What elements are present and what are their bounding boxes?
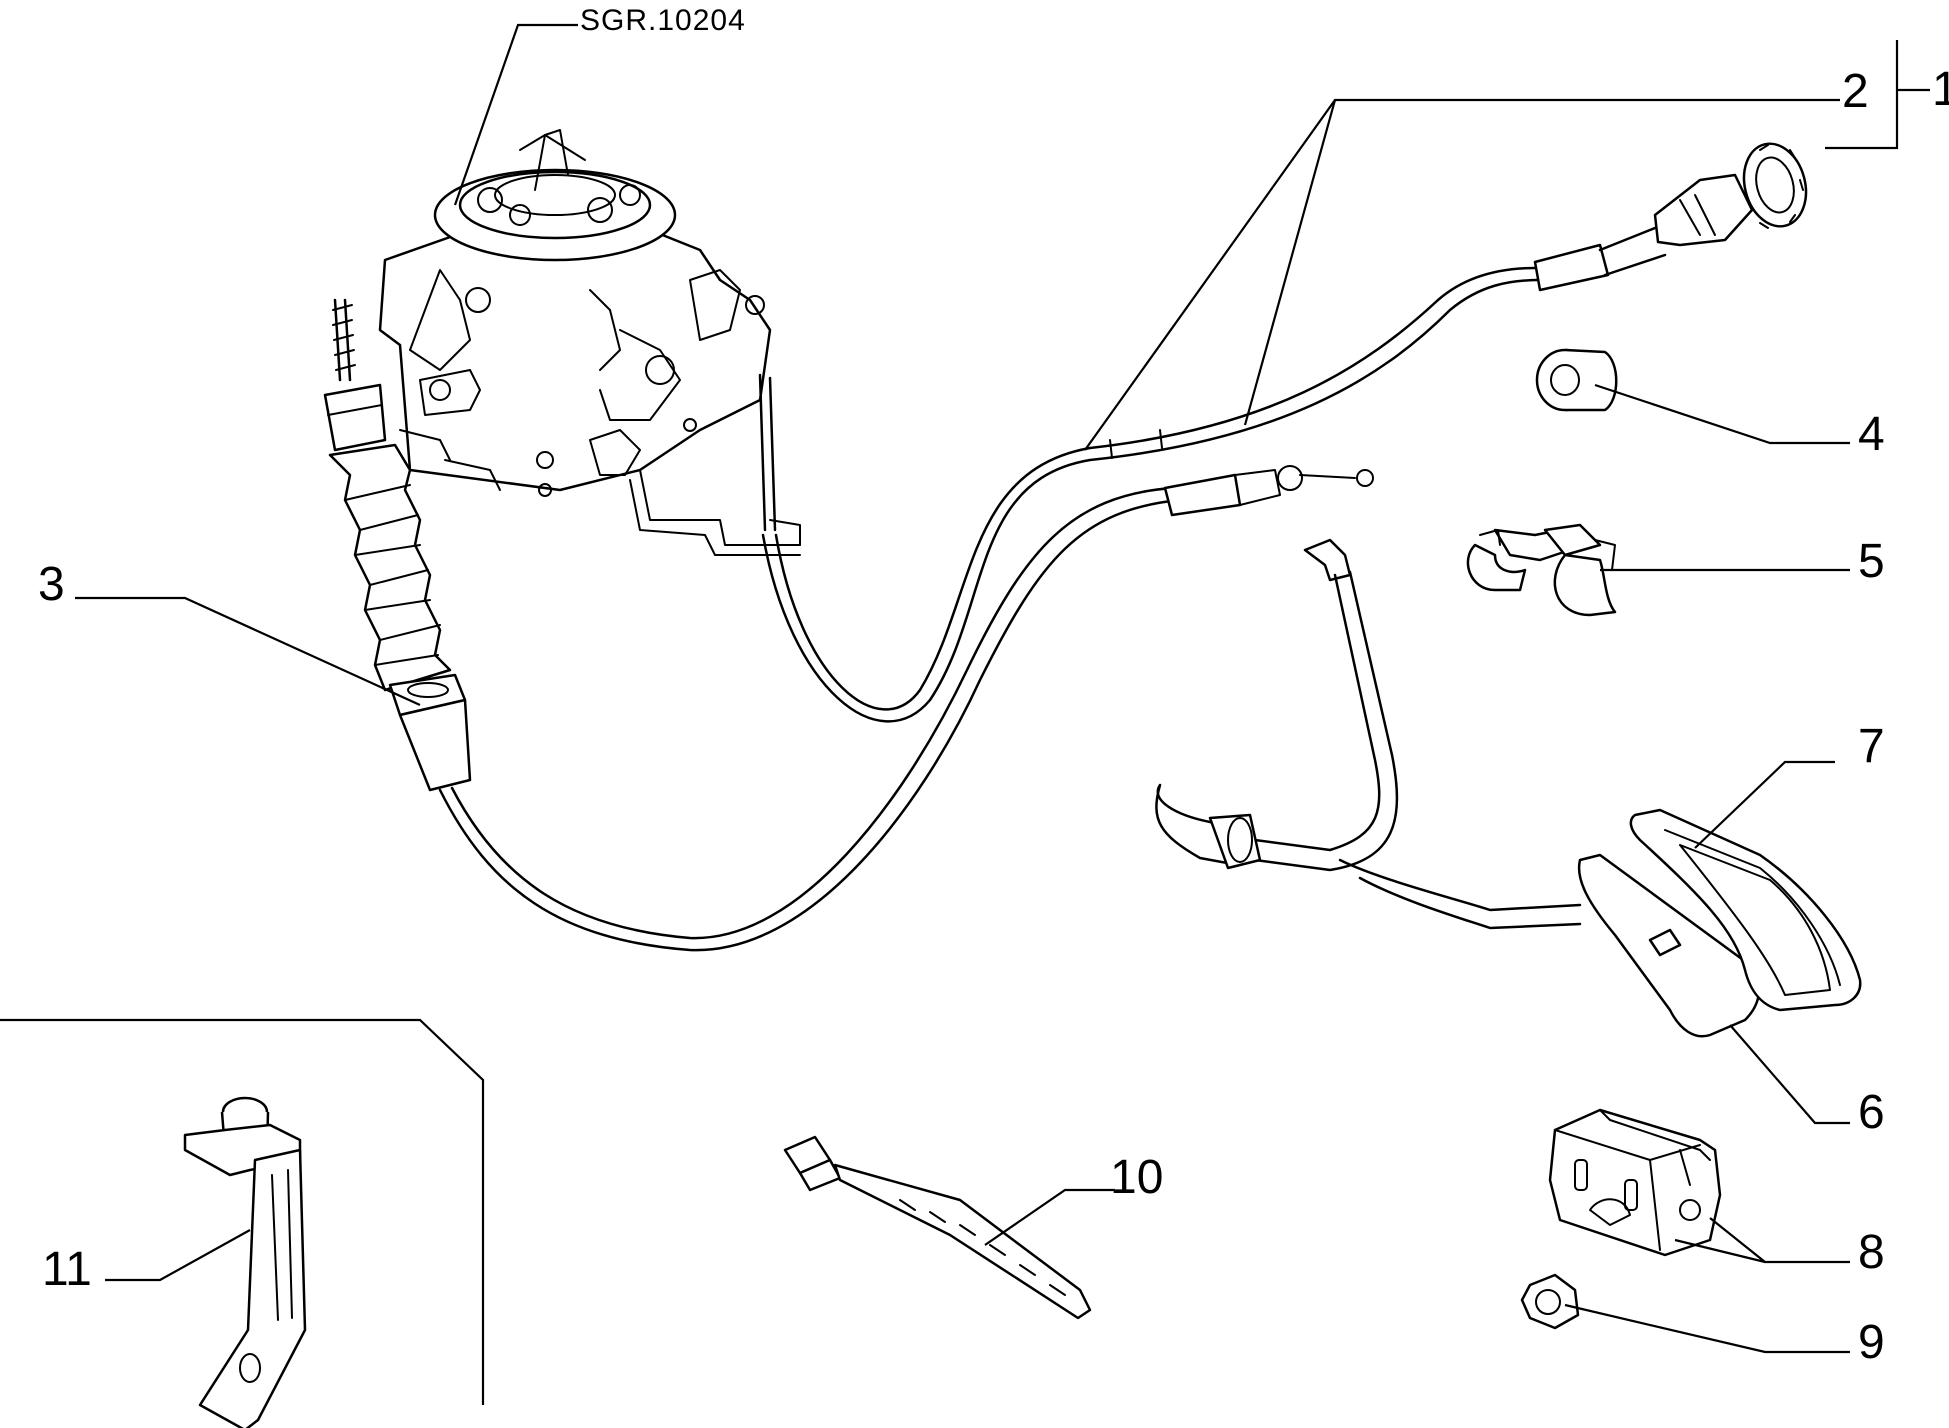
leader-lines (75, 23, 1930, 1354)
callout-6: 6 (1858, 1086, 1885, 1139)
callout-3: 3 (38, 558, 65, 611)
rubber-mount (1548, 1108, 1722, 1257)
clutch-cable-with-boot (323, 298, 1374, 952)
hex-nut (1520, 1273, 1580, 1330)
accelerator-pedal (1155, 538, 1862, 1038)
mounting-bracket (183, 1096, 307, 1428)
carburetor (378, 129, 801, 556)
callout-4: 4 (1858, 408, 1885, 461)
cable-tie (783, 1135, 1092, 1320)
callout-8: 8 (1858, 1226, 1885, 1279)
cable-clip (1466, 523, 1617, 617)
inset-frame (0, 1018, 485, 1405)
callout-2: 2 (1842, 65, 1869, 118)
callout-10: 10 (1110, 1151, 1163, 1204)
callout-9: 9 (1858, 1316, 1885, 1369)
grommet (1535, 348, 1618, 412)
speedometer-cable (761, 142, 1808, 723)
drawing-reference: SGR.10204 (580, 4, 746, 37)
callout-5: 5 (1858, 535, 1885, 588)
callout-11: 11 (42, 1243, 92, 1296)
callout-1: 1 (1932, 63, 1949, 116)
callout-7: 7 (1858, 720, 1885, 773)
